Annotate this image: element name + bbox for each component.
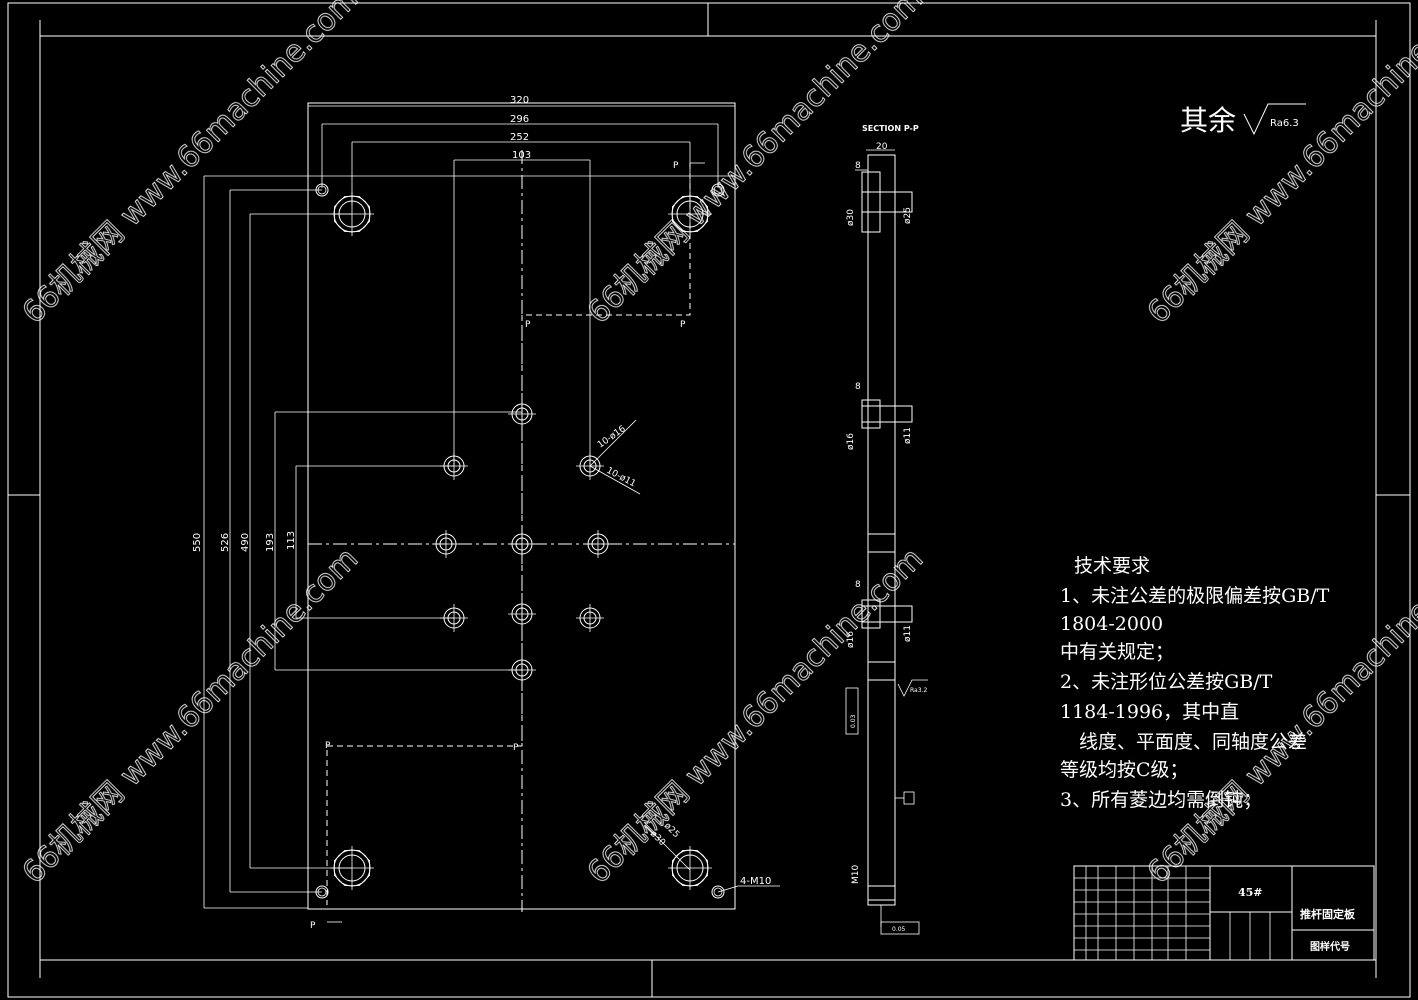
counterbore-hole [508,600,536,628]
svg-text:P: P [310,921,316,931]
tolerance-frame-side [845,687,859,735]
counterbore-hole [508,400,536,428]
counterbore-hole [440,604,468,632]
svg-text:P: P [525,320,531,330]
dia-16b: ø16 [846,631,856,648]
technical-notes: 技术要求 1、未注公差的极限偏差按GB/T 1804-2000 中有关规定； 2… [1060,555,1330,811]
guide-bushing-hole [330,192,374,236]
watermark-text: 66机械网 www.66machine.com [581,0,930,331]
dim-550: 550 [192,533,203,552]
svg-text:P: P [325,741,331,751]
svg-text:3、所有菱边均需倒钝；: 3、所有菱边均需倒钝； [1060,789,1262,811]
counterbore-hole [576,604,604,632]
svg-text:等级均按C级；: 等级均按C级； [1060,759,1189,781]
dia-16: ø16 [846,433,856,450]
tapped-hole-m10 [315,885,329,899]
dia-25: ø25 [903,207,913,224]
dim-103: 103 [512,150,531,161]
counterbore-hole [584,530,612,558]
dia-11: ø11 [903,427,913,444]
title-block: 45# 推杆固定板 图样代号 [1073,865,1375,961]
svg-text:1184-1996，其中直: 1184-1996，其中直 [1060,701,1239,723]
tolerance-b: 0.05 [892,926,906,933]
svg-text:1804-2000: 1804-2000 [1060,613,1163,635]
dia-30: ø30 [846,209,856,226]
dim-113: 113 [286,531,297,550]
drawing-code: 图样代号 [1310,940,1350,953]
tolerance-frame-bottom [880,921,920,935]
svg-text:P: P [680,320,686,330]
callout-16: 10-ø16 [596,424,628,451]
section-marks: P P P P P P [310,161,705,931]
thread-m10: M10 [851,865,861,884]
part-name: 推杆固定板 [1300,907,1356,921]
dim-296: 296 [510,114,529,125]
section-view: SECTION P-P 20 8 8 8 ø30 ø25 ø16 ø11 ø16… [845,124,928,935]
svg-text:线度、平面度、同轴度公差: 线度、平面度、同轴度公差 [1060,731,1307,753]
ra-small: Ra3.2 [910,687,927,694]
depth-1: 8 [855,161,861,171]
depth-2: 8 [855,382,861,392]
depth-3: 8 [855,580,861,590]
dim-193: 193 [265,533,276,552]
counterbore-hole [508,656,536,684]
guide-bushing-hole [668,192,712,236]
counterbore-hole [432,530,460,558]
dia-11b: ø11 [903,625,913,642]
hole-group [315,183,725,899]
surface-label: 其余 [1180,104,1236,137]
counterbore-hole [440,452,468,480]
guide-bushing-hole [330,846,374,890]
material: 45# [1238,886,1263,899]
sheet-border [7,2,1411,998]
svg-text:2、未注形位公差按GB/T: 2、未注形位公差按GB/T [1060,671,1273,693]
surface-roughness-symbol: 其余 Ra6.3 [1180,103,1306,137]
surface-ra: Ra6.3 [1270,118,1299,129]
tolerance-a: 0.03 [850,714,857,728]
tapped-hole-m10 [711,885,725,899]
counterbore-hole [508,530,536,558]
dim-252: 252 [510,132,529,143]
section-thickness: 20 [876,142,888,152]
watermark-text: 66机械网 www.66machine.com [581,541,930,890]
callout-m10: 4-M10 [740,876,771,887]
watermark-text: 66机械网 www.66machine.com [16,541,365,890]
svg-text:中有关规定；: 中有关规定； [1060,641,1174,663]
svg-text:P: P [673,161,679,171]
notes-heading: 技术要求 [1074,555,1150,577]
dim-320: 320 [510,95,529,106]
callout-11: 10-ø11 [605,466,638,490]
section-title: SECTION P-P [862,124,919,133]
svg-text:1、未注公差的极限偏差按GB/T: 1、未注公差的极限偏差按GB/T [1060,585,1330,607]
watermark-text: 66机械网 www.66machine.com [16,0,365,331]
guide-bushing-hole [668,846,712,890]
tapped-hole-m10 [315,183,329,197]
dim-526: 526 [220,533,231,552]
section-body [867,154,896,906]
dim-490: 490 [240,533,251,552]
svg-text:P: P [513,743,519,753]
tapped-hole-m10 [711,183,725,197]
